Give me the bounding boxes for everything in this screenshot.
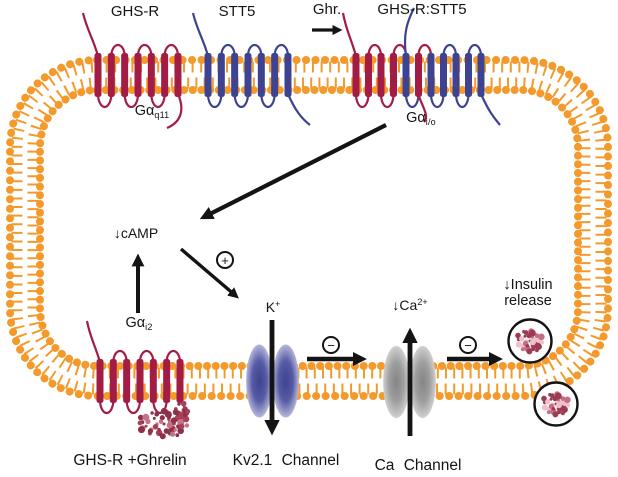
ghsr-stt5-dimer [341, 7, 501, 126]
plus-circle-symbol: + [216, 251, 234, 269]
ghsr-receptor [81, 12, 183, 130]
ca-channel [383, 346, 436, 418]
ca-ion-label: ↓Ca2+ [392, 297, 428, 313]
ghsr-label: GHS-R [110, 3, 160, 20]
kv21-channel [246, 344, 299, 418]
dimer-label: GHS-R:STT5 [377, 1, 467, 18]
insulin-granule-2 [533, 381, 579, 427]
cell-membrane [6, 56, 612, 400]
minus-circle-symbol-ca: − [459, 336, 477, 354]
gio-label: Gαi/o [406, 110, 436, 127]
ca-channel-caption: Ca Channel [374, 457, 462, 474]
gi2-label: Gαi2 [125, 315, 153, 332]
gio-signal-arrow [199, 123, 387, 220]
insulin-release-label: ↓Insulin release [503, 277, 553, 309]
ghsr-ghrelin-receptor [85, 320, 187, 423]
camp-label: ↓cAMP [113, 225, 159, 241]
kv-channel-caption: Kv2.1 Channel [232, 452, 340, 469]
stt5-receptor [191, 12, 311, 126]
camp-activate-k-arrow [179, 247, 239, 299]
ghrelin-short-label: Ghr. [312, 1, 342, 18]
insulin-granule-1 [507, 318, 553, 364]
ghsr-ghrelin-caption: GHS-R +Ghrelin [73, 452, 187, 469]
minus-circle-symbol-kv: − [322, 336, 340, 354]
gq11-label: Gαq11 [134, 103, 170, 120]
k-ion-label: K+ [265, 299, 281, 315]
ghrelin-blob [137, 400, 191, 440]
stt5-label: STT5 [218, 3, 256, 20]
